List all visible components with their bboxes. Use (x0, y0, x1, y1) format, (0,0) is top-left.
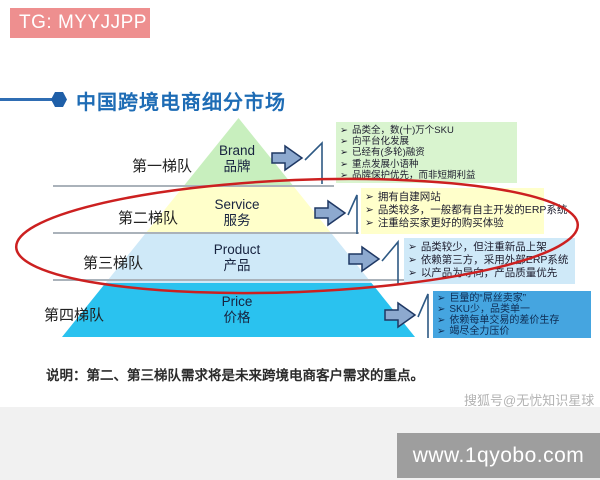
callout-list-brand: ➢品类全，数(十)万个SKU ➢向平台化发展 ➢已经有(多轮)融资 ➢重点发展小… (340, 125, 513, 181)
bullet-text: 品类全，数(十)万个SKU (351, 125, 454, 136)
bullet-arrow-icon: ➢ (408, 241, 417, 253)
bullet-text: 重点发展小语种 (351, 158, 419, 170)
title-hexagon-bullet-icon (51, 92, 67, 107)
bullet-text: SKU少，品类单一 (449, 303, 530, 315)
callout-leader-line-4 (417, 293, 429, 338)
sohu-watermark: 搜狐号@无忧知识星球 (464, 393, 595, 408)
bullet-text: 向平台化发展 (351, 136, 409, 148)
list-item: ➢注重给买家更好的购买体验 (365, 217, 540, 230)
bullet-arrow-icon: ➢ (437, 293, 446, 304)
list-item: ➢品类较多，一般都有自主开发的ERP系统 (365, 204, 567, 217)
callout-leader-line-2 (347, 194, 358, 234)
bullet-arrow-icon: ➢ (408, 254, 417, 267)
list-item: ➢已经有(多轮)融资 (340, 147, 513, 158)
pyramid-label-service-cn: 服务 (223, 212, 251, 228)
tier-label-1: 第一梯队 (132, 158, 193, 175)
callout-box-price: ➢巨量的“屌丝卖家” ➢SKU少，品类单一 ➢依赖每单交易的差价生存 ➢竭尽全力… (433, 291, 591, 338)
tier-divider-line-2 (53, 232, 359, 234)
pyramid-label-product: Product 产品 (172, 242, 302, 273)
callout-box-product: ➢品类较少，但注重新品上架 ➢依赖第三方，采用外部ERP系统 ➢以产品为导向，产… (404, 238, 575, 284)
pyramid-label-brand-cn: 品牌 (223, 158, 251, 174)
slide-title: 中国跨境电商细分市场 (76, 92, 286, 114)
callout-list-product: ➢品类较少，但注重新品上架 ➢依赖第三方，采用外部ERP系统 ➢以产品为导向，产… (408, 241, 571, 281)
bullet-arrow-icon: ➢ (340, 136, 348, 148)
pyramid-label-product-cn: 产品 (223, 257, 251, 273)
site-watermark: www.1qyobo.com (397, 433, 600, 478)
list-item: ➢依赖每单交易的差价生存 (437, 314, 587, 327)
list-item: ➢竭尽全力压价 (437, 325, 587, 338)
callout-list-service: ➢拥有自建网站 ➢品类较多，一般都有自主开发的ERP系统 ➢注重给买家更好的购买… (365, 191, 567, 231)
list-item: ➢品牌保护优先，而非短期利益 (340, 170, 513, 181)
pyramid-label-price-en: Price (221, 294, 253, 309)
pyramid-label-service: Service 服务 (172, 197, 302, 228)
bullet-arrow-icon: ➢ (437, 303, 446, 315)
slide-note: 说明：第二、第三梯队需求将是未来跨境电商客户需求的重点。 (46, 368, 424, 383)
bullet-arrow-icon: ➢ (437, 314, 446, 326)
callout-box-service: ➢拥有自建网站 ➢品类较多，一般都有自主开发的ERP系统 ➢注重给买家更好的购买… (361, 188, 567, 234)
list-item: ➢巨量的“屌丝卖家” (437, 293, 587, 305)
bullet-text: 以产品为导向，产品质量优先 (420, 267, 558, 280)
pyramid-label-product-en: Product (213, 242, 261, 257)
list-item: ➢向平台化发展 (340, 136, 513, 147)
tier-label-2: 第二梯队 (118, 210, 179, 227)
bullet-text: 拥有自建网站 (377, 191, 441, 203)
bullet-text: 品类较少，但注重新品上架 (420, 241, 547, 253)
list-item: ➢以产品为导向，产品质量优先 (408, 267, 571, 280)
pyramid-label-price: Price 价格 (172, 294, 302, 325)
tg-watermark-tag: TG: MYYJJPP (10, 8, 150, 38)
bullet-text: 品类较多，一般都有自主开发的ERP系统 (377, 204, 568, 217)
bullet-arrow-icon: ➢ (340, 147, 348, 159)
bullet-arrow-icon: ➢ (340, 158, 348, 170)
callout-list-price: ➢巨量的“屌丝卖家” ➢SKU少，品类单一 ➢依赖每单交易的差价生存 ➢竭尽全力… (437, 293, 587, 338)
list-item: ➢依赖第三方，采用外部ERP系统 (408, 254, 571, 267)
list-item: ➢品类较少，但注重新品上架 (408, 241, 571, 254)
bullet-text: 竭尽全力压价 (449, 325, 510, 337)
list-item: ➢拥有自建网站 (365, 191, 540, 204)
bullet-arrow-icon: ➢ (408, 267, 417, 280)
callout-leader-line-3 (381, 239, 399, 284)
callout-leader-line-1 (304, 141, 323, 184)
list-item: ➢重点发展小语种 (340, 159, 513, 170)
callout-box-brand: ➢品类全，数(十)万个SKU ➢向平台化发展 ➢已经有(多轮)融资 ➢重点发展小… (336, 122, 517, 183)
bullet-text: 巨量的“屌丝卖家” (449, 293, 527, 304)
bullet-text: 已经有(多轮)融资 (351, 147, 425, 159)
pyramid-label-brand-en: Brand (218, 143, 256, 158)
tier-divider-line-1 (53, 185, 334, 187)
tier-label-3: 第三梯队 (83, 255, 144, 272)
bullet-arrow-icon: ➢ (437, 325, 446, 337)
tier-divider-line-3 (53, 279, 419, 281)
pyramid-label-service-en: Service (214, 197, 260, 212)
tier-label-4: 第四梯队 (44, 307, 105, 324)
pyramid-label-price-cn: 价格 (223, 309, 251, 325)
bullet-arrow-icon: ➢ (365, 191, 374, 203)
bullet-text: 品牌保护优先，而非短期利益 (351, 169, 476, 181)
bullet-text: 注重给买家更好的购买体验 (377, 217, 504, 230)
list-item: ➢品类全，数(十)万个SKU (340, 125, 513, 136)
bullet-arrow-icon: ➢ (365, 204, 374, 217)
pyramid-label-brand: Brand 品牌 (172, 143, 302, 174)
bullet-arrow-icon: ➢ (340, 169, 348, 181)
bullet-text: 依赖第三方，采用外部ERP系统 (420, 254, 569, 267)
title-rule-line (0, 98, 54, 101)
list-item: ➢SKU少，品类单一 (437, 303, 587, 316)
bullet-arrow-icon: ➢ (365, 217, 374, 230)
bullet-text: 依赖每单交易的差价生存 (449, 314, 560, 326)
bullet-arrow-icon: ➢ (340, 125, 348, 136)
